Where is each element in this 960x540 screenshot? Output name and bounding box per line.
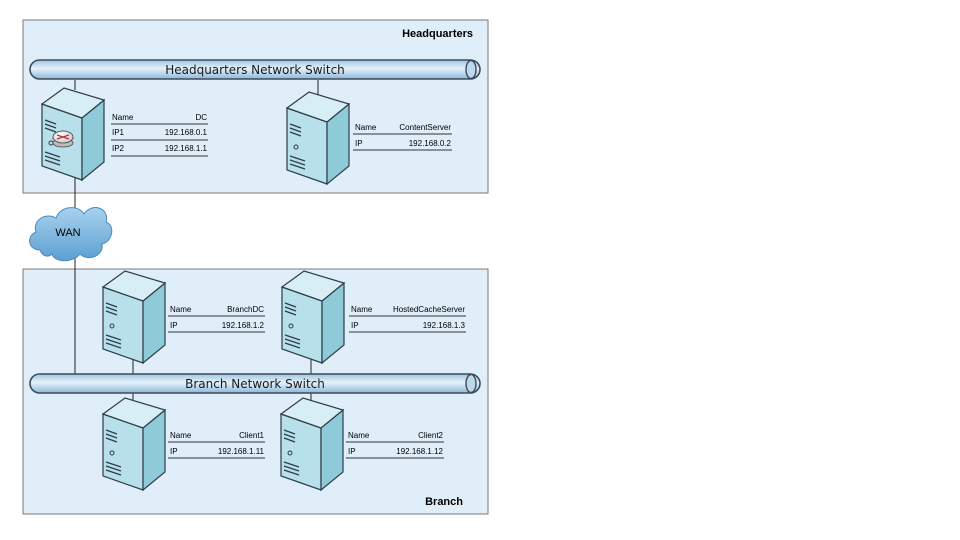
- branchdc-label-table: Name BranchDC IP 192.168.1.2: [168, 305, 265, 333]
- branch-network-switch: Branch Network Switch: [29, 373, 481, 394]
- dc-key-name: Name: [112, 113, 134, 122]
- hosted-value-ip: 192.168.1.3: [423, 321, 466, 330]
- branch-switch-label: Branch Network Switch: [185, 377, 325, 391]
- client2-value-ip: 192.168.1.12: [396, 447, 443, 456]
- content-server-label-table: Name ContentServer IP 192.168.0.2: [353, 123, 452, 151]
- dc-value-ip2: 192.168.1.1: [165, 144, 208, 153]
- hosted-key-name: Name: [351, 305, 373, 314]
- content-value-ip: 192.168.0.2: [409, 139, 452, 148]
- content-key-ip: IP: [355, 139, 363, 148]
- branchdc-server-icon: [102, 270, 166, 364]
- client2-label-table: Name Client2 IP 192.168.1.12: [346, 431, 444, 459]
- hosted-value-name: HostedCacheServer: [393, 305, 465, 314]
- content-value-name: ContentServer: [399, 123, 451, 132]
- dc-value-ip1: 192.168.0.1: [165, 128, 208, 137]
- wan-label: WAN: [55, 227, 80, 239]
- client1-label-table: Name Client1 IP 192.168.1.11: [168, 431, 265, 459]
- dc-key-ip2: IP2: [112, 144, 125, 153]
- client2-server-icon: [280, 397, 344, 491]
- dc-server-icon: [41, 87, 105, 181]
- wan-cloud-icon: WAN: [29, 207, 113, 262]
- client1-key-name: Name: [170, 431, 192, 440]
- headquarters-title: Headquarters: [402, 28, 473, 40]
- content-key-name: Name: [355, 123, 377, 132]
- client2-key-name: Name: [348, 431, 370, 440]
- client1-value-name: Client1: [239, 431, 264, 440]
- client2-key-ip: IP: [348, 447, 356, 456]
- client1-server-icon: [102, 397, 166, 491]
- client1-value-ip: 192.168.1.11: [218, 447, 265, 456]
- branchdc-value-ip: 192.168.1.2: [222, 321, 265, 330]
- branchdc-value-name: BranchDC: [227, 305, 264, 314]
- client2-value-name: Client2: [418, 431, 443, 440]
- branchdc-key-name: Name: [170, 305, 192, 314]
- hosted-cache-label-table: Name HostedCacheServer IP 192.168.1.3: [349, 305, 466, 333]
- hosted-key-ip: IP: [351, 321, 359, 330]
- hosted-cache-server-icon: [281, 270, 345, 364]
- hq-switch-label: Headquarters Network Switch: [165, 63, 345, 77]
- branch-title: Branch: [425, 496, 463, 508]
- content-server-icon: [286, 91, 350, 185]
- hq-network-switch: Headquarters Network Switch: [29, 59, 481, 80]
- dc-key-ip1: IP1: [112, 128, 125, 137]
- client1-key-ip: IP: [170, 447, 178, 456]
- branchdc-key-ip: IP: [170, 321, 178, 330]
- dc-value-name: DC: [195, 113, 207, 122]
- dc-label-table: Name DC IP1 192.168.0.1 IP2 192.168.1.1: [111, 113, 208, 157]
